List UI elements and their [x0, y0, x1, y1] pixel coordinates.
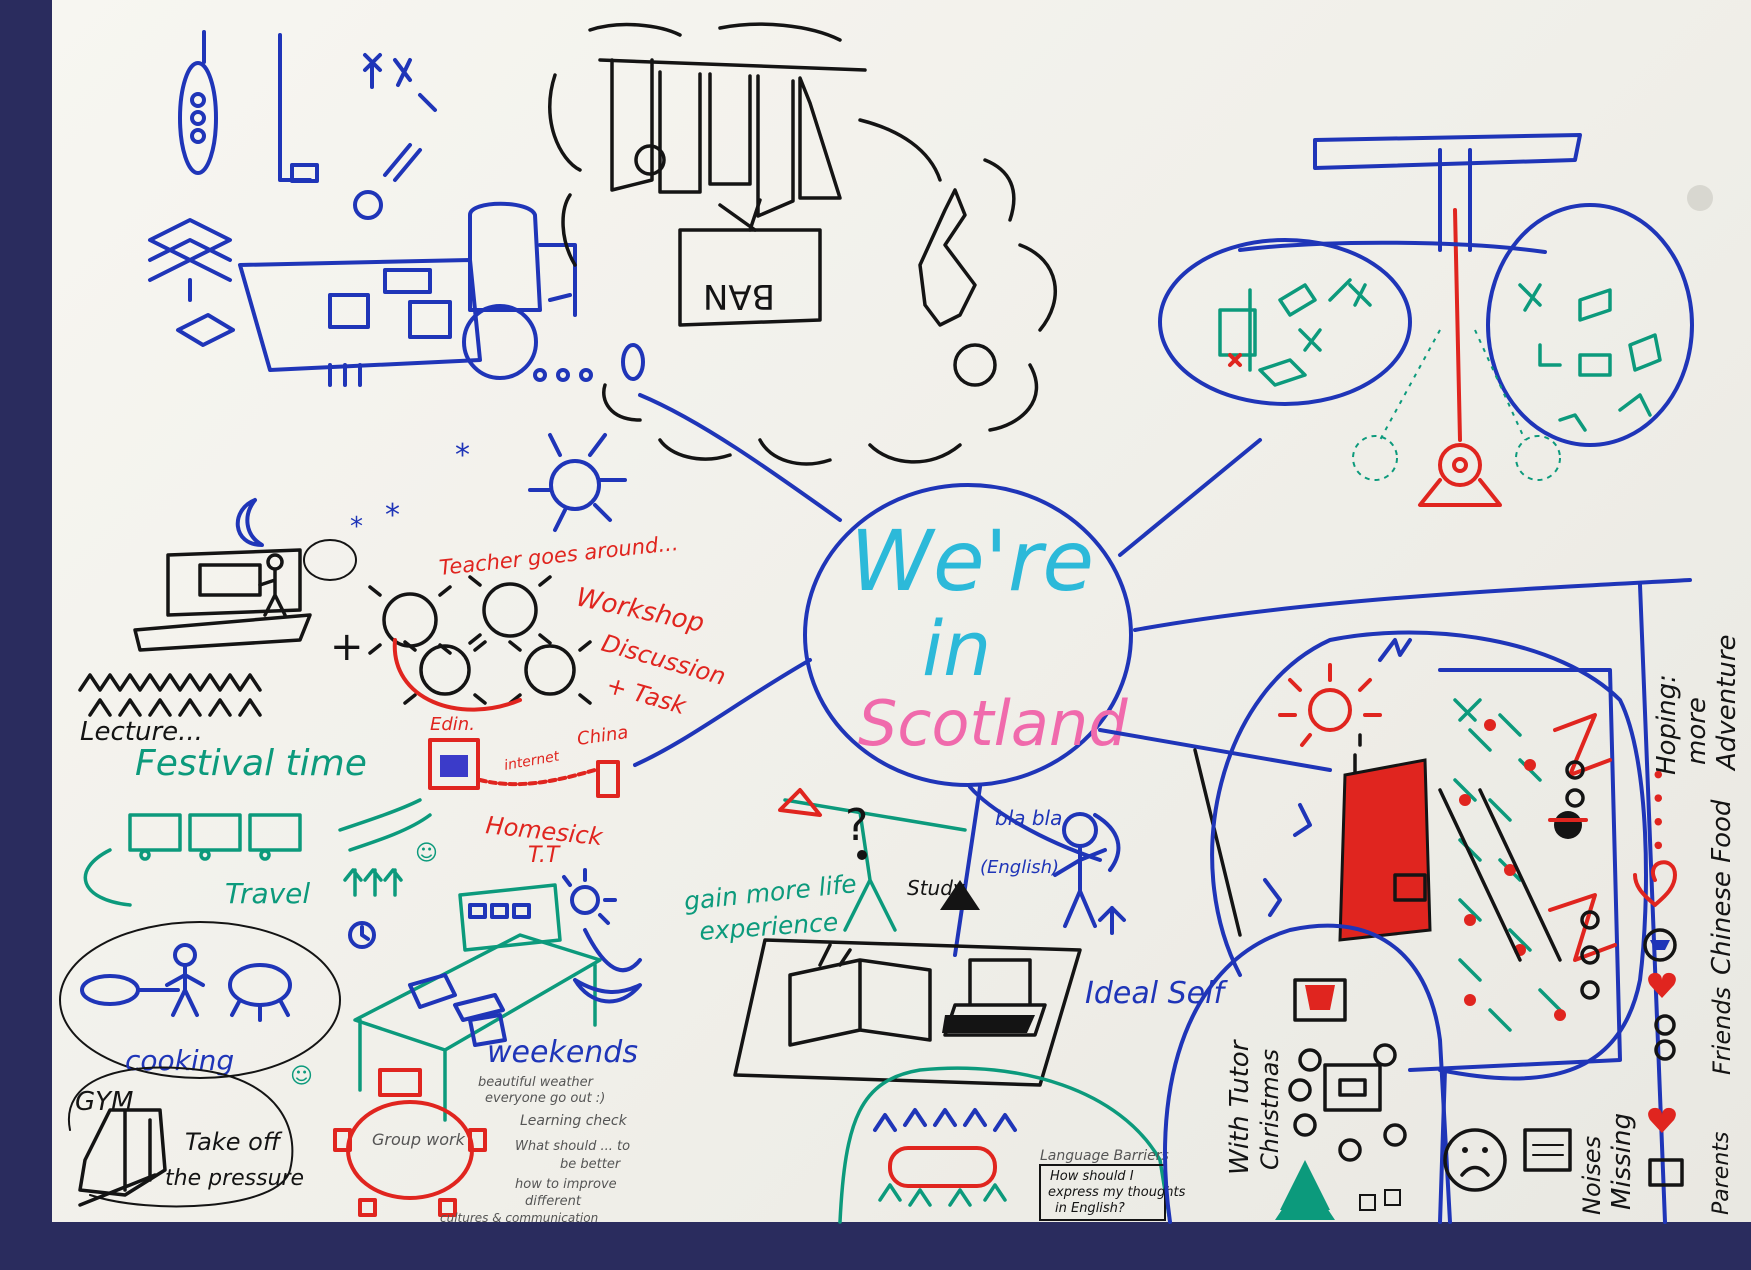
laptop-desk-scene: [733, 938, 1082, 1087]
blabla-label: bla bla: [995, 806, 1062, 830]
group-work-scene: Group work Learning check What should ..…: [333, 1068, 630, 1225]
how-should-label-1: How should I: [1050, 1169, 1134, 1184]
weekends-note-1: beautiful weather: [478, 1075, 595, 1090]
weekends-scene: weekends beautiful weather everyone go o…: [353, 868, 642, 1122]
outdoor-scene: [1210, 630, 1648, 1081]
tv-screen-label: BAN: [703, 276, 775, 316]
connector-lines: [633, 393, 1692, 957]
travel-label: Travel: [225, 877, 310, 910]
weekends-note-2: everyone go out :): [485, 1091, 605, 1106]
teacher-label: Teacher goes around...: [438, 531, 679, 580]
gym-scene: GYM Take off the pressure: [67, 1066, 304, 1208]
note-what-label: What should ... to: [515, 1139, 630, 1154]
star-icon: *: [385, 498, 400, 533]
take-off-label-2: the pressure: [165, 1166, 304, 1191]
missing-label: Missing: [1607, 1113, 1637, 1210]
hoping-label-1: Hoping:: [1652, 674, 1682, 775]
workshop-scene: Teacher goes around... Workshop Discussi…: [368, 531, 729, 720]
workshop-label: Workshop: [574, 583, 707, 639]
hoping-label-2: more: [1682, 697, 1712, 765]
hopes-column: Hoping: more Adventure • • • • Chinese F…: [1633, 583, 1742, 1224]
binder-hole: [1687, 185, 1713, 211]
english-label: (English): [980, 857, 1059, 878]
star-icon: *: [455, 438, 470, 473]
star-icon: *: [350, 512, 363, 542]
lamp-scene: [1158, 133, 1694, 507]
cooking-scene: cooking ☺: [59, 921, 341, 1089]
note-different-label: different: [525, 1194, 582, 1209]
internet-label: internet: [503, 748, 561, 773]
edinburgh-label: Edin.: [430, 714, 475, 735]
group-work-label: Group work: [372, 1130, 466, 1149]
central-title-line3: Scotland: [858, 687, 1128, 760]
take-off-label-1: Take off: [185, 1128, 283, 1156]
note-culture-label: cultures & communication: [440, 1211, 598, 1225]
festival-scene: Festival time Edin. China internet Homes…: [135, 714, 630, 868]
weekends-label: weekends: [487, 1035, 638, 1070]
parents-label: Parents: [1709, 1132, 1734, 1215]
chinese-food-label: Chinese Food: [1707, 799, 1737, 975]
language-barriers-label: Language Barriers: [1040, 1148, 1169, 1164]
travel-scene: Travel ☺: [83, 798, 438, 949]
learning-check-label: Learning check: [520, 1113, 628, 1129]
plus-sign: +: [330, 624, 364, 670]
christmas-scene: With Tutor Christmas: [1163, 923, 1452, 1224]
smile-icon: ☺: [415, 841, 438, 866]
central-circle: [803, 483, 1133, 787]
central-node: We're in Scotland: [803, 483, 1133, 787]
night-scene: * * *: [235, 438, 470, 547]
note-better-label: be better: [560, 1157, 622, 1172]
christmas-label: Christmas: [1256, 1049, 1284, 1170]
cooking-label: cooking: [125, 1044, 234, 1077]
room-scene: [148, 30, 645, 387]
thought-cloud: BAN: [548, 22, 1058, 466]
study-label: Study: [907, 876, 966, 900]
lecture-label: Lecture...: [80, 717, 203, 747]
how-should-label-3: in English?: [1055, 1201, 1125, 1216]
dots-icon: • • • •: [1645, 767, 1675, 853]
lecture-scene: Lecture... +: [78, 539, 364, 747]
central-title-line2: in: [922, 604, 991, 693]
with-tutor-label: With Tutor: [1225, 1038, 1255, 1175]
central-title-line1: We're: [850, 512, 1094, 610]
homesick-face: T.T: [528, 843, 561, 868]
friends-label: Friends: [1708, 987, 1736, 1075]
festival-label: Festival time: [135, 743, 367, 784]
how-should-label-2: express my thoughts: [1048, 1185, 1186, 1200]
sun-icon: [528, 433, 627, 532]
china-label: China: [576, 722, 630, 750]
note-improve-label: how to improve: [515, 1177, 617, 1192]
hoping-label-3: Adventure: [1712, 634, 1742, 772]
language-barrier-scene: Language Barriers How should I express m…: [838, 1066, 1186, 1224]
ideal-self-scene: bla bla (English) Ideal Self: [980, 806, 1228, 1011]
gain-experience-scene: ? gain more life experience Study: [683, 788, 980, 946]
question-mark: ?: [845, 800, 868, 851]
smile-icon: ☺: [290, 1064, 313, 1089]
noises-label: Noises: [1578, 1136, 1606, 1215]
missing-scene: Missing Noises: [1438, 1068, 1637, 1224]
